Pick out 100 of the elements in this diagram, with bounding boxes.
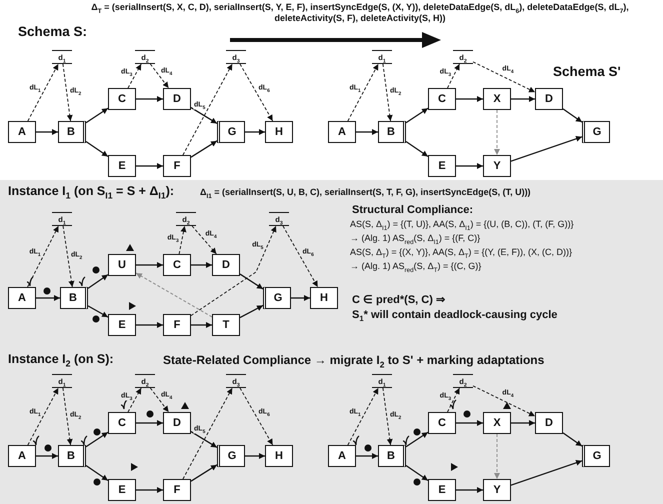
section-title: Instance I$_{1}$ (on S$_{I1}$ = S + Δ$_{I1}$):: [8, 184, 174, 200]
control-flow-arrow: [190, 107, 218, 124]
data-flow-arrow: [192, 226, 217, 254]
control-flow-arrow: [456, 420, 483, 426]
conclusion-text: C ∈ pred*(S, C) ⇒: [352, 294, 445, 308]
data-flow-arrow: [447, 388, 460, 412]
control-flow-arrow: [36, 453, 58, 459]
data-flow-arrow: [150, 388, 170, 412]
data-flow-arrow: [62, 64, 73, 122]
data-flow-arrow: [128, 388, 142, 412]
activity-box: D: [535, 88, 563, 110]
activity-box: A: [328, 445, 356, 467]
control-flow-arrow: [356, 453, 378, 459]
activity-box: A: [8, 121, 36, 143]
control-flow-arrow: [190, 464, 218, 482]
control-flow-arrow: [86, 141, 108, 157]
control-flow-arrow: [510, 460, 582, 486]
activity-box: D: [212, 254, 240, 276]
control-flow-arrow: [245, 453, 265, 459]
activity-box: B: [58, 445, 86, 467]
activity-box: B: [378, 445, 406, 467]
control-flow-arrow: [191, 322, 212, 328]
formula-text: → (Alg. 1) AS$_{red}$(S, Δ$_{T}$) = {(C, G)}: [350, 261, 482, 272]
activity-box: B: [58, 121, 86, 143]
heading-text: State-Related Compliance → migrate I$_{2}$ to S' + marking adaptations: [163, 353, 544, 368]
activity-box: D: [535, 412, 563, 434]
control-flow-arrow: [562, 432, 582, 447]
control-flow-arrow: [406, 141, 428, 157]
control-flow-arrow: [406, 432, 428, 448]
conclusion-text: S$_{1}$* will contain deadlock-causing cycle: [352, 309, 558, 323]
data-flow-arrow: [62, 388, 73, 446]
control-flow-arrow: [190, 140, 218, 158]
control-flow-arrow: [86, 108, 108, 124]
data-flow-arrow: [240, 64, 274, 122]
data-flow-arrow: [347, 388, 379, 446]
control-flow-arrow: [86, 432, 108, 448]
activity-box: X: [483, 412, 511, 434]
control-flow-arrow: [36, 129, 58, 135]
activity-box: G: [582, 445, 610, 467]
activity-box: A: [8, 445, 36, 467]
control-flow-arrow: [456, 96, 483, 102]
activity-box: H: [310, 287, 338, 309]
data-flow-arrow: [27, 388, 59, 446]
activity-box: C: [428, 88, 456, 110]
activity-box: F: [163, 155, 191, 177]
activity-box: U: [108, 254, 136, 276]
data-flow-arrow: [27, 64, 59, 122]
data-flow-arrow: [347, 64, 379, 122]
control-flow-arrow: [456, 487, 483, 493]
section-title: Instance I$_{2}$ (on S):: [8, 352, 114, 368]
activity-box: E: [428, 155, 456, 177]
activity-box: D: [163, 412, 191, 434]
data-flow-arrow: [382, 64, 393, 122]
control-flow-arrow: [136, 420, 163, 426]
control-flow-arrow: [86, 465, 108, 481]
activity-box: A: [328, 121, 356, 143]
control-flow-arrow: [190, 431, 218, 448]
control-flow-arrow: [406, 465, 428, 481]
data-flow-arrow: [472, 61, 536, 93]
activity-box: E: [108, 155, 136, 177]
control-flow-arrow: [136, 262, 163, 268]
section-title: Schema S': [553, 64, 621, 81]
activity-box: D: [163, 88, 191, 110]
activity-box: C: [428, 412, 456, 434]
formula-text: AS(S, Δ$_{T}$) = {(X, Y)}, AA(S, Δ$_{T}$) = {(Y, (E, F)), (X, (C, D))}: [350, 247, 572, 258]
data-flow-arrow: [150, 64, 170, 88]
sync-edge-arrow: [494, 110, 500, 156]
control-flow-arrow: [88, 305, 108, 318]
activity-box: A: [8, 287, 36, 309]
control-flow-arrow: [511, 420, 535, 426]
activity-box: Y: [483, 155, 511, 177]
control-flow-arrow: [356, 129, 378, 135]
activity-box: G: [582, 121, 610, 143]
control-flow-arrow: [562, 108, 582, 123]
control-flow-arrow: [136, 163, 163, 169]
data-flow-arrow: [182, 388, 233, 480]
activity-box: E: [428, 479, 456, 501]
activity-box: F: [163, 314, 191, 336]
activity-box: C: [108, 88, 136, 110]
sync-edge-arrow: [136, 272, 212, 318]
control-flow-arrow: [245, 129, 265, 135]
control-flow-arrow: [406, 108, 428, 124]
control-flow-arrow: [240, 304, 264, 318]
data-flow-arrow: [190, 226, 276, 316]
control-flow-arrow: [136, 96, 163, 102]
activity-box: G: [217, 445, 245, 467]
control-flow-arrow: [88, 274, 108, 289]
activity-box: G: [263, 287, 291, 309]
activity-box: C: [163, 254, 191, 276]
data-flow-arrow: [282, 226, 318, 288]
activity-box: H: [265, 121, 293, 143]
activity-box: C: [108, 412, 136, 434]
control-flow-arrow: [291, 295, 310, 301]
activity-box: B: [378, 121, 406, 143]
formula-text: Δ$_{T}$ = (serialInsert(S, X, C, D), serialInsert(S, Y, E, F), insertSyncEdge(S, (X, Y)), deleteDataEdge(S, dL$_{6}$), deleteDataEdge(S, dL$_{7}$), deleteActivity(S, F), deleteActivity(S, H)): [90, 2, 630, 24]
data-flow-arrow: [182, 64, 233, 156]
formula-text: Δ$_{I1}$ = (serialInsert(S, U, B, C), serialInsert(S, T, F, G), insertSyncEdge(S, (T, U))): [200, 187, 532, 198]
activity-box: E: [108, 314, 136, 336]
activity-box: F: [163, 479, 191, 501]
activity-box: Y: [483, 479, 511, 501]
